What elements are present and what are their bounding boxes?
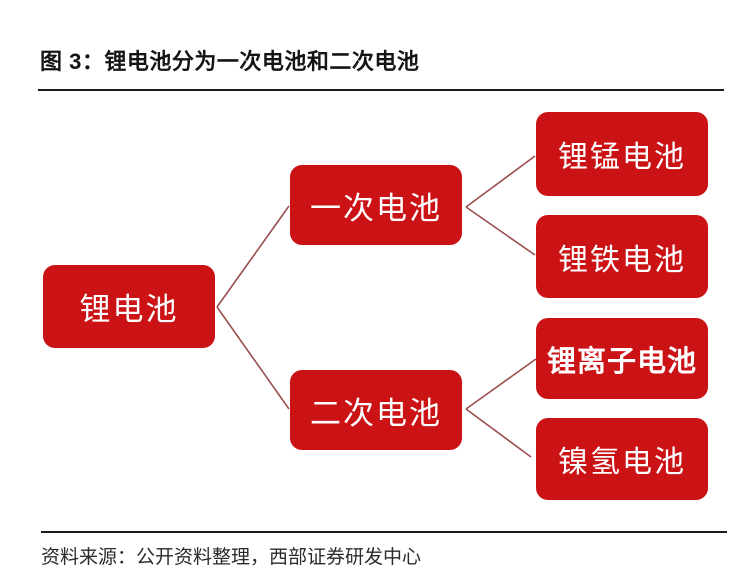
node-lithium-manganese-battery: 锂锰电池: [536, 112, 708, 196]
connector-line: [216, 306, 290, 410]
source-note: 资料来源：公开资料整理，西部证券研发中心: [41, 547, 422, 568]
node-label: 一次电池: [310, 190, 442, 227]
connector-line: [216, 205, 290, 308]
node-primary-battery: 一次电池: [290, 165, 462, 245]
node-lithium-iron-battery: 锂铁电池: [536, 215, 708, 298]
connector-line: [465, 206, 536, 256]
figure-title: 图 3：锂电池分为一次电池和二次电池: [40, 49, 420, 74]
connector-line: [465, 358, 537, 410]
node-nimh-battery: 镍氢电池: [536, 418, 708, 500]
title-divider: [38, 89, 724, 91]
node-label: 二次电池: [310, 395, 442, 432]
node-label: 锂电池: [79, 292, 179, 328]
connector-line: [465, 155, 536, 208]
node-lithium-battery: 锂电池: [43, 265, 215, 348]
node-label: 锂锰电池: [558, 140, 686, 175]
node-secondary-battery: 二次电池: [290, 370, 462, 450]
node-label: 镍氢电池: [558, 445, 686, 480]
node-label: 锂铁电池: [558, 242, 686, 278]
node-lithium-ion-battery: 锂离子电池: [536, 318, 708, 399]
node-label: 锂离子电池: [546, 343, 697, 378]
connector-line: [465, 408, 532, 458]
footer-divider: [41, 531, 727, 533]
